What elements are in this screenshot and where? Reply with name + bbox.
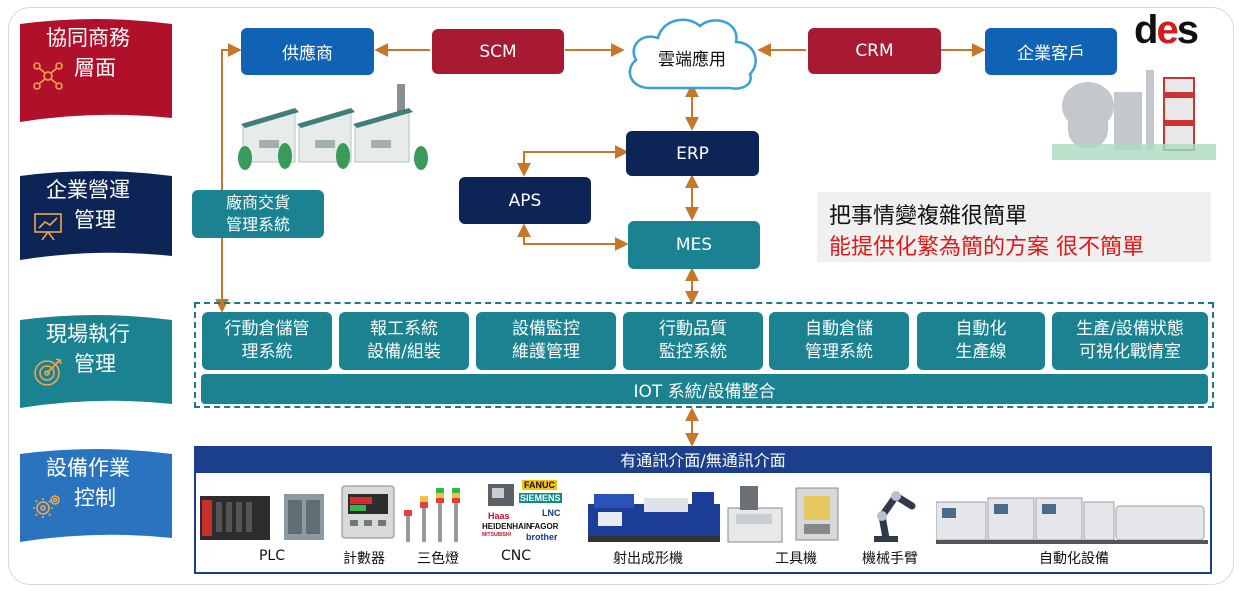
machine-tool-illustration: [727, 486, 839, 543]
module-text-line: 設備監控: [512, 319, 580, 339]
crm-node: CRM: [808, 28, 941, 74]
vendor-delivery-node: 廠商交貨 管理系統: [192, 190, 324, 238]
layer-title-line1: 企業營運: [46, 178, 130, 202]
outer-frame: [8, 7, 1234, 585]
module-text-line: 行動倉儲管: [224, 319, 310, 339]
layer-title-line1: 協同商務: [46, 26, 130, 50]
cnc-illustration: [488, 484, 514, 506]
brand-mitsubishi: MITSUBISHI: [482, 532, 511, 538]
robot-arm-illustration: [874, 491, 916, 542]
equipment-label: 工具機: [775, 551, 817, 567]
scm-node: SCM: [432, 29, 564, 74]
module-text-line: 生產線: [955, 342, 1007, 362]
equipment-label: PLC: [258, 548, 286, 564]
layer-banner-equipment: 設備作業 控制: [20, 448, 172, 544]
brand-heidenhain: HEIDENHAIN: [482, 522, 532, 531]
shopfloor-module: 報工系統設備/組裝: [339, 312, 469, 370]
equipment-label: 機械手臂: [862, 551, 918, 567]
shopfloor-module: 行動品質監控系統: [623, 312, 763, 370]
layer-title-line1: 設備作業: [46, 456, 130, 480]
aps-mes-arrow: [517, 223, 629, 251]
node-text-line: 廠商交貨: [225, 193, 290, 212]
shopfloor-module: 生產/設備狀態可視化戰情室: [1052, 312, 1208, 370]
plant-illustration: [1052, 70, 1216, 160]
layer-title-line1: 現場執行: [46, 322, 130, 346]
module-text-line: 理系統: [241, 342, 293, 362]
layer-banner-shopfloor: 現場執行 管理: [20, 314, 172, 410]
iot-bar: IOT 系統/設備整合: [201, 374, 1208, 404]
mes-node: MES: [628, 221, 760, 269]
brand-siemens: SIEMENS: [519, 493, 562, 503]
module-text-line: 自動倉儲: [805, 319, 873, 339]
equipment-label: 自動化設備: [1039, 551, 1109, 567]
cloud-icon: [628, 18, 757, 90]
shopfloor-frame: [194, 302, 1214, 408]
erp-node: ERP: [626, 131, 759, 176]
module-text-line: 生產/設備狀態: [1076, 319, 1184, 339]
slogan-line2: 能提供化繁為簡的方案 很不簡單: [829, 235, 1144, 260]
shopfloor-module: 設備監控維護管理: [476, 312, 616, 370]
aps-node: APS: [459, 177, 591, 224]
layer-title-line2: 層面: [74, 56, 116, 80]
equipment-label: 計數器: [343, 551, 385, 567]
erp-aps-arrow: [517, 145, 629, 177]
brand-lnc: LNC: [542, 508, 561, 518]
tower-light-illustration: [404, 488, 460, 542]
brand-brother: brother: [526, 532, 558, 542]
module-text-line: 維護管理: [512, 342, 580, 362]
shopfloor-module: 行動倉儲管理系統: [202, 312, 332, 370]
supplier-node: 供應商: [241, 28, 374, 75]
node-text-line: 管理系統: [225, 215, 290, 234]
module-text-line: 設備/組裝: [367, 342, 441, 362]
layer-title-line2: 管理: [74, 352, 116, 376]
layer-banner-collab: 協同商務 層面: [20, 18, 172, 124]
factory-illustration: [238, 84, 428, 170]
module-text-line: 行動品質: [659, 319, 727, 339]
equipment-panel: 有通訊介面/無通訊介面: [194, 446, 1212, 574]
des-logo: des: [1134, 8, 1199, 52]
layer-banner-enterprise: 企業營運 管理: [20, 170, 172, 262]
equipment-label: 三色燈: [417, 551, 459, 567]
injection-molding-illustration: [588, 492, 720, 542]
plc-illustration: [200, 494, 324, 540]
slogan-line1: 把事情變複雜很簡單: [829, 204, 1028, 229]
automation-line-illustration: [936, 497, 1208, 544]
module-text-line: 可視化戰情室: [1079, 342, 1181, 362]
equipment-header: 有通訊介面/無通訊介面: [196, 448, 1210, 473]
module-text-line: 報工系統: [370, 319, 438, 339]
shopfloor-module: 自動倉儲管理系統: [769, 312, 909, 370]
presentation-chart-icon: [34, 213, 62, 241]
gears-icon: [33, 495, 60, 518]
counter-illustration: [341, 485, 395, 539]
network-icon: [33, 62, 63, 90]
layer-title-line2: 管理: [74, 208, 116, 232]
slogan-box: 把事情變複雜很簡單 能提供化繁為簡的方案 很不簡單: [817, 192, 1211, 262]
equipment-label: CNC: [500, 548, 532, 564]
shopfloor-module: 自動化生產線: [917, 312, 1045, 370]
brand-fagor: FAGOR: [530, 522, 559, 531]
target-icon: [34, 358, 62, 386]
module-text-line: 管理系統: [805, 342, 873, 362]
module-text-line: 監控系統: [659, 342, 727, 362]
brand-haas: Haas: [488, 511, 510, 521]
cloud-app-label: 雲端應用: [658, 50, 726, 70]
module-text-line: 自動化: [955, 319, 1007, 339]
brand-fanuc: FANUC: [522, 480, 557, 490]
layer-title-line2: 控制: [74, 486, 116, 510]
equipment-label: 射出成形機: [613, 551, 683, 567]
customer-node: 企業客戶: [985, 28, 1117, 75]
